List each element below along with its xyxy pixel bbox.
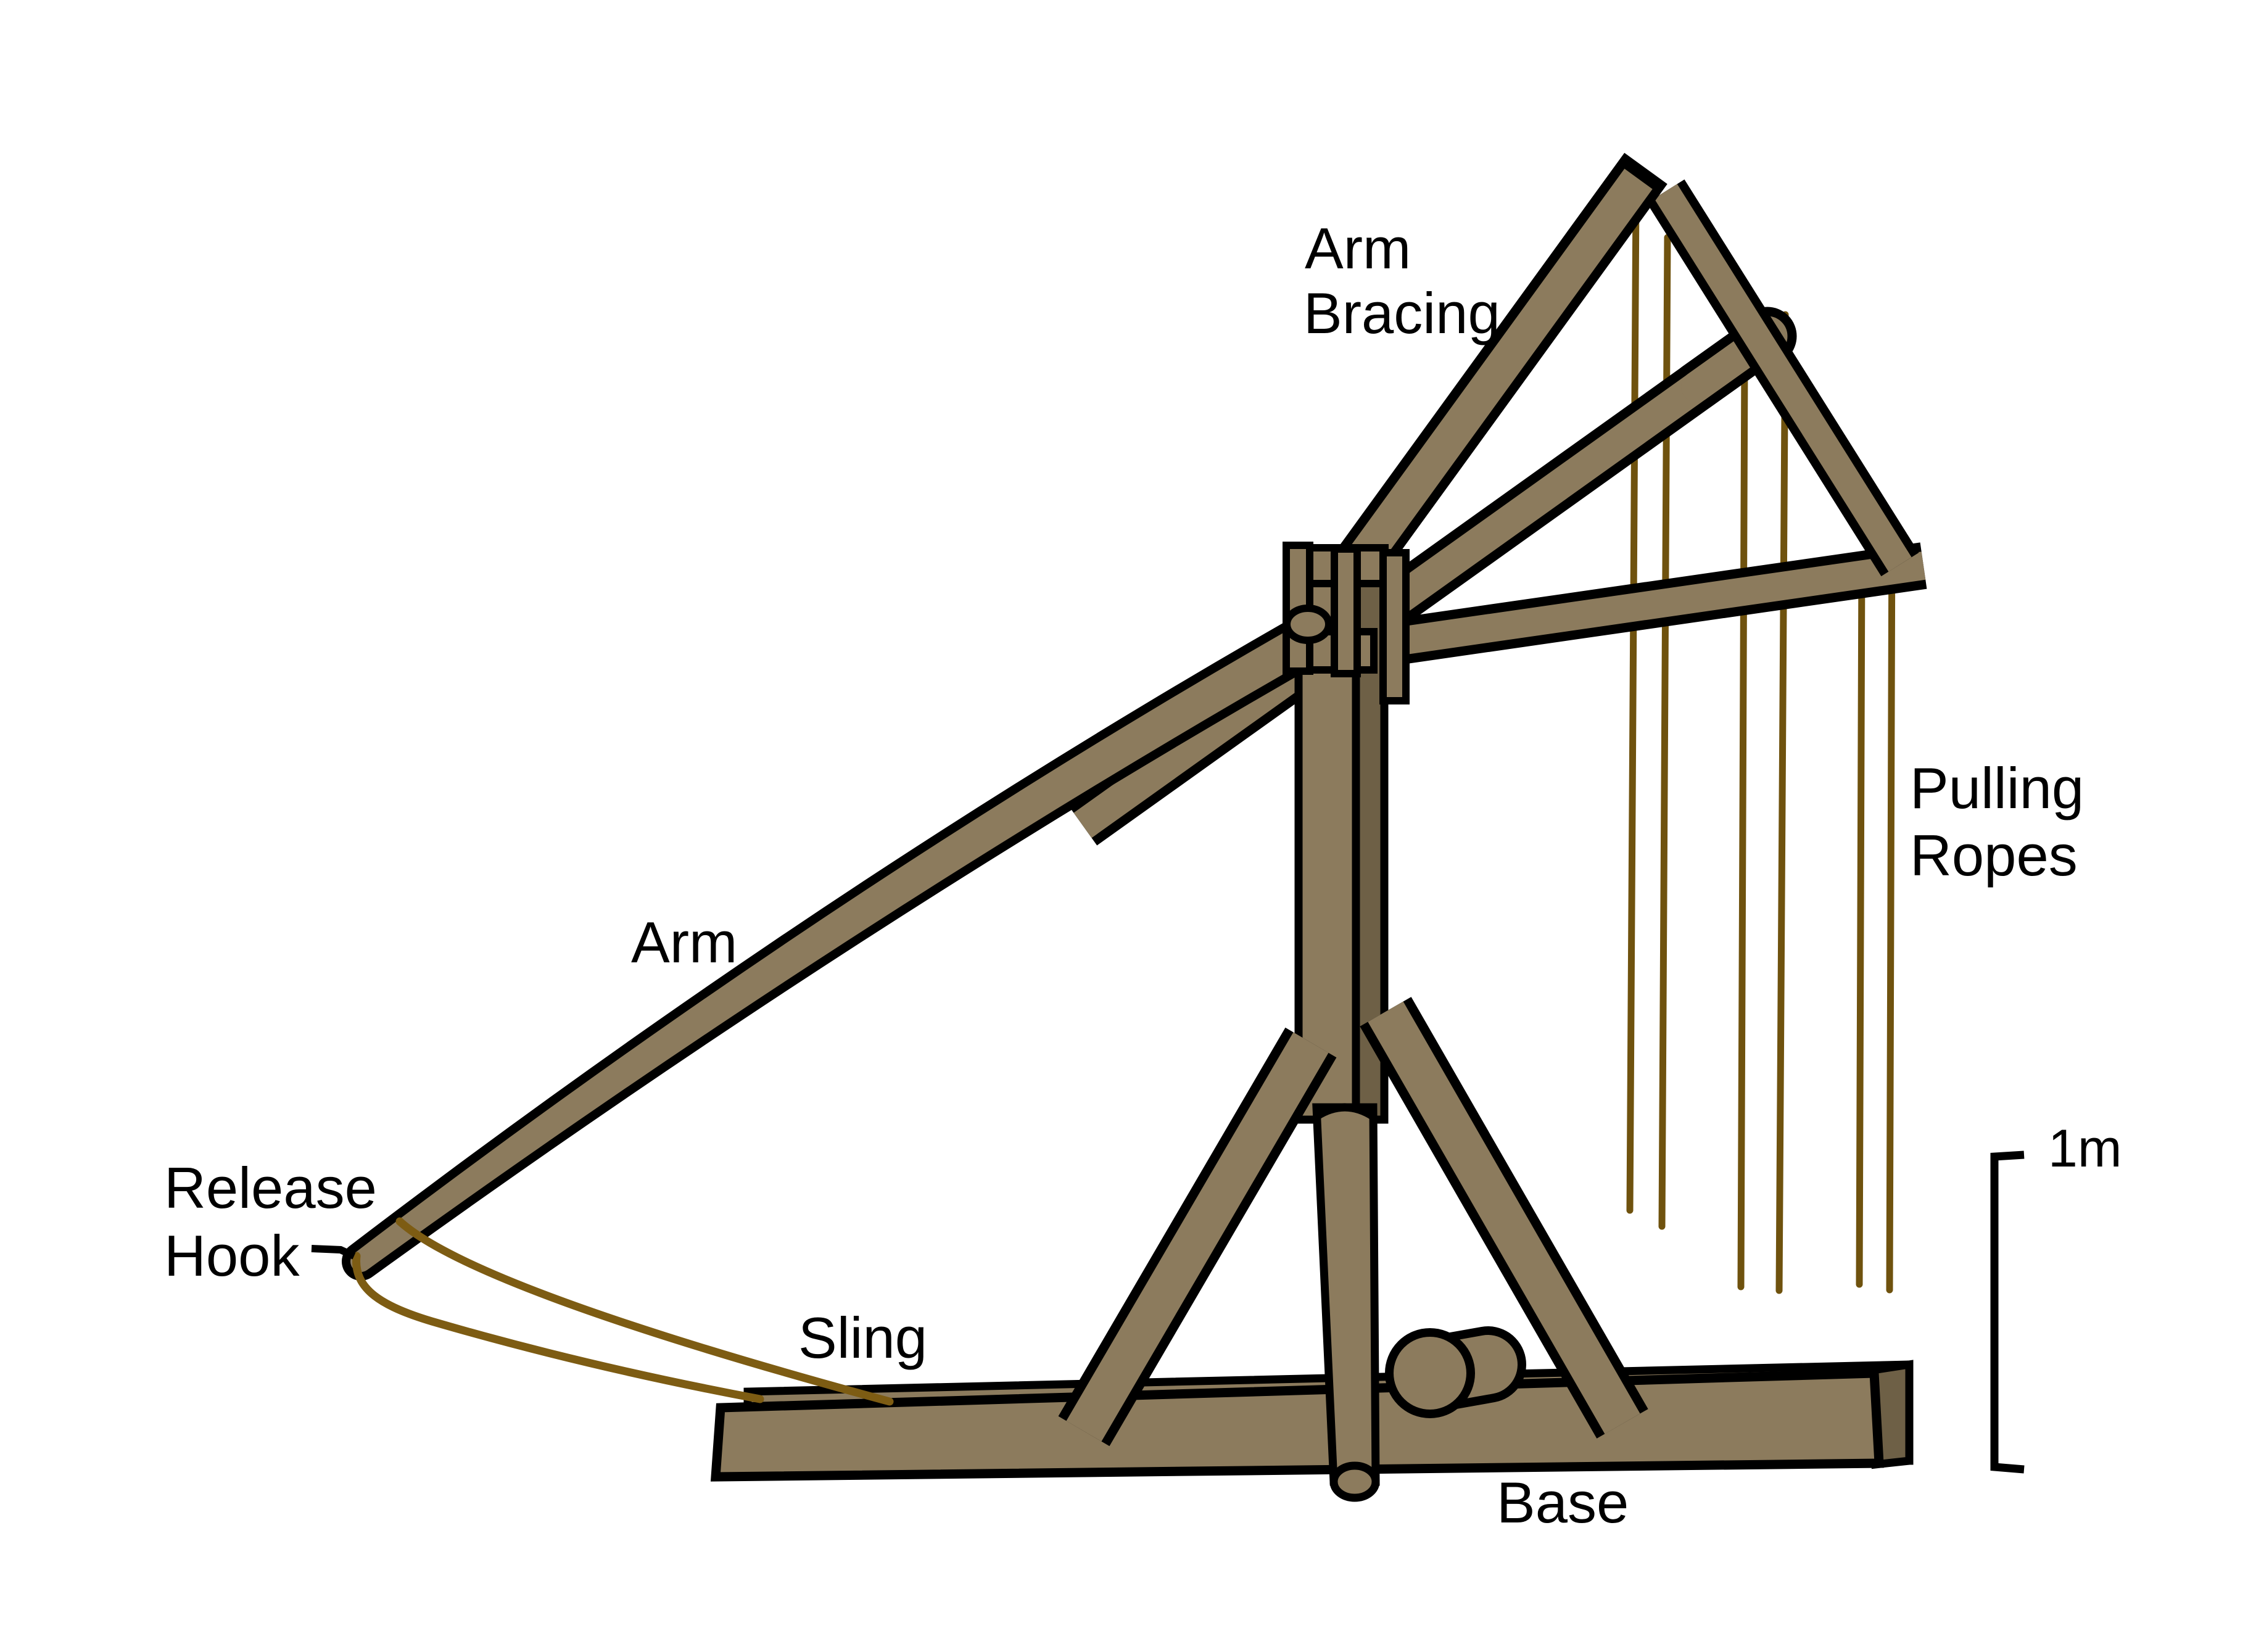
svg-text:Base: Base	[1497, 1470, 1629, 1535]
svg-text:1m: 1m	[2048, 1119, 2122, 1178]
svg-text:Hook: Hook	[164, 1223, 300, 1288]
svg-text:Arm: Arm	[1305, 216, 1411, 281]
svg-text:Arm: Arm	[631, 910, 737, 975]
svg-text:Bracing: Bracing	[1304, 281, 1500, 345]
svg-text:Sling: Sling	[798, 1305, 927, 1370]
svg-text:Ropes: Ropes	[1910, 823, 2078, 888]
svg-text:Release: Release	[164, 1155, 377, 1220]
svg-text:Pulling: Pulling	[1910, 756, 2084, 820]
